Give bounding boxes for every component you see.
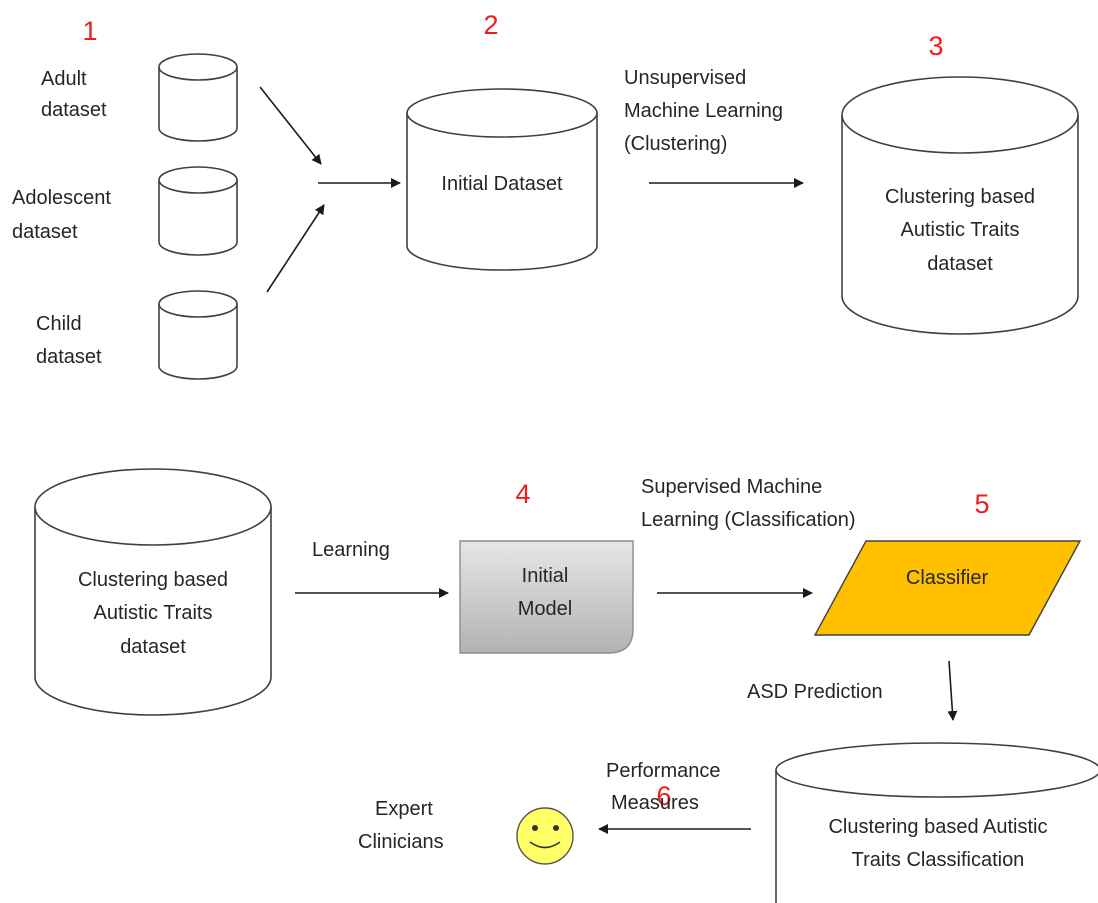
- initial-model-line2: Model: [518, 598, 572, 620]
- classification-result-line2: Traits Classification: [852, 849, 1025, 871]
- adolescent-dataset-cylinder: [158, 166, 238, 256]
- experts-label-line1: Expert: [375, 798, 433, 820]
- adult-label-line2: dataset: [41, 99, 107, 121]
- unsupervised-label-line2: Machine Learning: [624, 100, 783, 122]
- clustering-dataset-left-line3: dataset: [120, 636, 186, 658]
- supervised-label-line2: Learning (Classification): [641, 509, 856, 531]
- child-to-merge-arrow: [266, 204, 325, 293]
- child-label-line2: dataset: [36, 346, 102, 368]
- learning-label: Learning: [312, 539, 390, 561]
- child-label-line1: Child: [36, 313, 82, 335]
- clustering-dataset-left-cylinder: [34, 468, 272, 716]
- clustering-dataset-top-cylinder: [841, 76, 1079, 335]
- step-number-2: 2: [483, 10, 498, 40]
- step-number-4: 4: [515, 479, 530, 509]
- clustering-dataset-top-line1: Clustering based: [885, 186, 1035, 208]
- smiley-face-icon: [516, 807, 574, 865]
- classifier-label: Classifier: [906, 567, 989, 589]
- step-number-1: 1: [82, 16, 97, 46]
- asd-prediction-label: ASD Prediction: [747, 681, 883, 703]
- classification-result-line1: Clustering based Autistic: [828, 816, 1047, 838]
- adult-dataset-cylinder: [158, 53, 238, 142]
- supervised-label-line1: Supervised Machine: [641, 476, 822, 498]
- performance-label-line2: Measures: [611, 792, 699, 814]
- adult-to-merge-arrow: [259, 86, 322, 165]
- adolescent-label-line1: Adolescent: [12, 187, 111, 209]
- performance-label-line1: Performance: [606, 760, 721, 782]
- initial-model-line1: Initial: [522, 565, 569, 587]
- initial-dataset-cylinder: [406, 88, 598, 271]
- clustering-dataset-left-line1: Clustering based: [78, 569, 228, 591]
- asd-prediction-arrow: [947, 660, 958, 721]
- classifier-shape: [813, 540, 1082, 636]
- classification-result-cylinder: [775, 742, 1098, 903]
- step-number-6: 6: [656, 781, 671, 811]
- clustering-dataset-top-line3: dataset: [927, 253, 993, 275]
- adolescent-label-line2: dataset: [12, 221, 78, 243]
- initial-dataset-label: Initial Dataset: [441, 173, 563, 195]
- clustering-dataset-top-line2: Autistic Traits: [901, 219, 1020, 241]
- experts-label-line2: Clinicians: [358, 831, 444, 853]
- unsupervised-label-line1: Unsupervised: [624, 67, 746, 89]
- adult-label-line1: Adult: [41, 68, 87, 90]
- clustering-dataset-left-line2: Autistic Traits: [94, 602, 213, 624]
- unsupervised-label-line3: (Clustering): [624, 133, 727, 155]
- child-dataset-cylinder: [158, 290, 238, 380]
- initial-model-box: [459, 540, 634, 654]
- step-number-5: 5: [974, 489, 989, 519]
- step-number-3: 3: [928, 31, 943, 61]
